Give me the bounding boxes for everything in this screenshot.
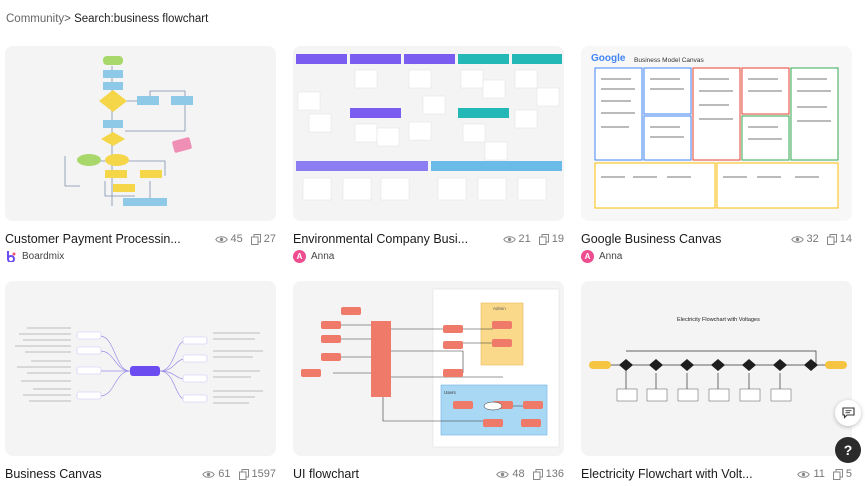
- copy-icon: [250, 233, 261, 245]
- template-card[interactable]: Customer Payment Processin... 45 27 Boar…: [5, 46, 276, 262]
- template-author[interactable]: A Anna: [293, 249, 334, 263]
- template-stats: 11 5: [797, 468, 852, 480]
- eye-icon: [502, 235, 516, 243]
- view-count: 32: [806, 233, 819, 245]
- template-title[interactable]: Business Canvas: [5, 467, 102, 481]
- google-logo: Google: [591, 53, 626, 64]
- view-count: 61: [218, 468, 231, 480]
- copy-count: 27: [263, 233, 276, 245]
- template-thumbnail[interactable]: Electricity Flowchart with Voltages: [581, 281, 852, 456]
- eye-icon: [797, 470, 811, 478]
- chat-button[interactable]: [835, 400, 861, 426]
- copy-icon: [532, 468, 543, 480]
- copy-count: 5: [845, 468, 852, 480]
- view-count: 11: [813, 468, 825, 480]
- copy-icon: [832, 468, 843, 480]
- template-title[interactable]: Google Business Canvas: [581, 232, 722, 246]
- eye-icon: [790, 235, 804, 243]
- copy-count: 1597: [251, 468, 276, 480]
- template-card[interactable]: Electricity Flowchart with Voltages: [581, 281, 852, 481]
- view-count: 48: [512, 468, 525, 480]
- template-stats: 32 14: [790, 233, 852, 245]
- template-stats: 61 1597: [202, 468, 276, 480]
- electricity-flowchart-preview: Electricity Flowchart with Voltages: [581, 281, 852, 456]
- electricity-chart-title: Electricity Flowchart with Voltages: [677, 317, 760, 323]
- help-icon: ?: [843, 442, 853, 458]
- users-lane-label: Users: [444, 390, 457, 395]
- template-title[interactable]: Customer Payment Processin...: [5, 232, 181, 246]
- avatar: A: [581, 249, 594, 263]
- template-thumbnail[interactable]: [293, 46, 564, 221]
- google-canvas-preview: Google Business Model Canvas: [581, 46, 852, 221]
- template-card[interactable]: Environmental Company Busi... 21 19 A An…: [293, 46, 564, 263]
- template-card[interactable]: Admin Users: [293, 281, 564, 481]
- template-thumbnail[interactable]: [5, 46, 276, 221]
- copy-count: 14: [839, 233, 852, 245]
- copy-icon: [538, 233, 549, 245]
- template-grid: Customer Payment Processin... 45 27 Boar…: [5, 46, 855, 486]
- template-title[interactable]: UI flowchart: [293, 467, 359, 481]
- breadcrumb-current: Search:business flowchart: [74, 13, 209, 25]
- template-thumbnail[interactable]: Admin Users: [293, 281, 564, 456]
- template-stats: 45 27: [214, 233, 276, 245]
- template-title[interactable]: Environmental Company Busi...: [293, 232, 469, 246]
- chat-icon: [841, 407, 855, 419]
- help-button[interactable]: ?: [835, 437, 861, 463]
- admin-lane-label: Admin: [493, 306, 506, 311]
- canvas-title: Business Model Canvas: [634, 57, 704, 64]
- template-card[interactable]: Business Canvas 61 1597: [5, 281, 276, 481]
- boardmix-logo-icon: [7, 251, 16, 262]
- eye-icon: [214, 235, 228, 243]
- template-thumbnail[interactable]: [5, 281, 276, 456]
- copy-icon: [826, 233, 837, 245]
- ui-flowchart-preview: Admin Users: [293, 281, 564, 456]
- template-author[interactable]: A Anna: [581, 249, 622, 263]
- copy-count: 19: [551, 233, 564, 245]
- copy-count: 136: [545, 468, 564, 480]
- view-count: 21: [518, 233, 531, 245]
- payment-flowchart-preview: [5, 46, 276, 221]
- eye-icon: [496, 470, 510, 478]
- author-name: Boardmix: [22, 250, 65, 262]
- view-count: 45: [230, 233, 243, 245]
- eye-icon: [202, 470, 216, 478]
- breadcrumb-separator: >: [64, 13, 71, 25]
- template-title[interactable]: Electricity Flowchart with Volt...: [581, 467, 753, 481]
- breadcrumb-community-link[interactable]: Community: [6, 13, 65, 25]
- template-thumbnail[interactable]: Google Business Model Canvas: [581, 46, 852, 221]
- author-name: Anna: [599, 250, 623, 262]
- copy-icon: [238, 468, 249, 480]
- avatar: A: [293, 249, 306, 263]
- template-stats: 21 19: [502, 233, 564, 245]
- environmental-canvas-preview: [293, 46, 564, 221]
- breadcrumb: Community> Search:business flowchart: [6, 13, 208, 25]
- template-card[interactable]: Google Business Model Canvas: [581, 46, 852, 263]
- template-author[interactable]: Boardmix: [5, 249, 64, 263]
- business-canvas-mindmap-preview: [5, 281, 276, 456]
- template-stats: 48 136: [496, 468, 564, 480]
- author-name: Anna: [311, 250, 335, 262]
